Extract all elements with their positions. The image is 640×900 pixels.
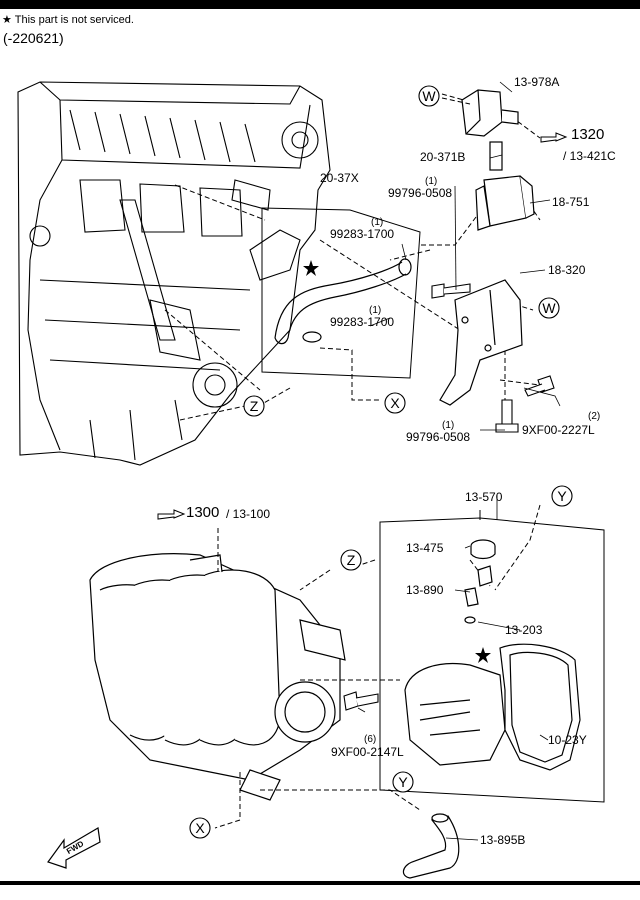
ref-w-top: W bbox=[422, 88, 436, 104]
leader-lines-top bbox=[164, 93, 541, 421]
label-leaders bbox=[357, 81, 561, 841]
bolt-99796-0508-bottom bbox=[495, 399, 519, 433]
ref-circle-x-top bbox=[384, 392, 406, 414]
part-10-23y[interactable]: 10-23Y bbox=[548, 733, 587, 747]
reference-circles bbox=[189, 85, 573, 839]
part-18-320[interactable]: 18-320 bbox=[548, 263, 586, 277]
part-99283-1700-a[interactable]: 99283-1700 bbox=[330, 227, 395, 241]
qty-99283-1700-b: (1) bbox=[369, 305, 382, 316]
part-13-978a[interactable]: 13-978A bbox=[514, 75, 560, 89]
ref-circle-y-bottom bbox=[392, 771, 414, 793]
part-13-100[interactable]: / 13-100 bbox=[226, 507, 271, 521]
part-13-475[interactable]: 13-475 bbox=[406, 541, 444, 555]
part-99283-1700-b[interactable]: 99283-1700 bbox=[330, 315, 395, 329]
bolt-9xf00-2147l bbox=[343, 691, 379, 711]
hand-pointer-icon bbox=[540, 132, 568, 143]
qty-9xf00-2147l: (6) bbox=[364, 734, 377, 745]
ref-circle-w-top bbox=[418, 85, 440, 107]
bottom-rule bbox=[0, 881, 640, 885]
part-20-371b[interactable]: 20-371B bbox=[420, 150, 466, 164]
date-range: (-220621) bbox=[3, 30, 64, 46]
qty-99283-1700-a: (1) bbox=[371, 217, 384, 228]
part-1300[interactable]: 1300 bbox=[186, 504, 220, 521]
star-markers bbox=[303, 260, 491, 663]
hose-13-895b bbox=[402, 813, 460, 879]
ref-y-top: Y bbox=[557, 488, 567, 504]
star-icon: ★ bbox=[2, 14, 12, 26]
part-99796-0508-bottom[interactable]: 99796-0508 bbox=[406, 430, 471, 444]
ref-circle-x-bottom bbox=[189, 817, 211, 839]
ref-y-bottom: Y bbox=[398, 774, 408, 790]
hand-pointer-icon bbox=[157, 509, 186, 520]
qty-99796-0508-top: (1) bbox=[425, 176, 438, 187]
part-13-570[interactable]: 13-570 bbox=[465, 490, 503, 504]
part-13-203[interactable]: 13-203 bbox=[505, 623, 543, 637]
ref-circle-z-bottom bbox=[340, 549, 362, 571]
part-13-890[interactable]: 13-890 bbox=[406, 583, 444, 597]
part-13-421c[interactable]: / 13-421C bbox=[563, 149, 616, 163]
top-rule bbox=[0, 0, 640, 9]
bolt-9xf00-2227l bbox=[524, 375, 555, 397]
bracket-18-320 bbox=[439, 279, 523, 406]
part-1320[interactable]: 1320 bbox=[571, 126, 605, 143]
ref-circle-z-top bbox=[243, 395, 265, 417]
bolt-99796-0508-top bbox=[431, 283, 471, 299]
qty-99796-0508-bottom: (1) bbox=[442, 420, 455, 431]
star-icon bbox=[303, 260, 319, 276]
ref-x-top: X bbox=[390, 395, 400, 411]
part-99796-0508-top[interactable]: 99796-0508 bbox=[388, 186, 453, 200]
not-serviced-note: ★ This part is not serviced. bbox=[2, 13, 134, 26]
fwd-arrow bbox=[47, 827, 101, 869]
intake-manifold-drawing bbox=[89, 553, 346, 801]
star-icon bbox=[475, 647, 491, 663]
engine-block-drawing bbox=[17, 81, 331, 466]
ref-z-top: Z bbox=[249, 398, 259, 414]
purge-valve-13-978a bbox=[461, 89, 519, 171]
note-text: This part is not serviced. bbox=[14, 14, 134, 26]
part-18-751[interactable]: 18-751 bbox=[552, 195, 590, 209]
ref-w-bracket: W bbox=[542, 300, 556, 316]
reference-pointer-icons bbox=[157, 132, 568, 520]
ref-z-bottom: Z bbox=[346, 552, 356, 568]
ref-circle-y-top bbox=[551, 485, 573, 507]
ref-circle-w-bracket bbox=[538, 297, 560, 319]
ref-x-bottom: X bbox=[195, 820, 205, 836]
qty-9xf00-2227l: (2) bbox=[588, 411, 601, 422]
filter-13-570 bbox=[404, 539, 581, 771]
part-9xf00-2227l[interactable]: 9XF00-2227L bbox=[522, 423, 595, 437]
part-9xf00-2147l[interactable]: 9XF00-2147L bbox=[331, 745, 404, 759]
hose-20-37x bbox=[274, 258, 412, 345]
part-20-37x[interactable]: 20-37X bbox=[320, 171, 359, 185]
solenoid-18-751 bbox=[475, 175, 535, 231]
part-13-895b[interactable]: 13-895B bbox=[480, 833, 526, 847]
